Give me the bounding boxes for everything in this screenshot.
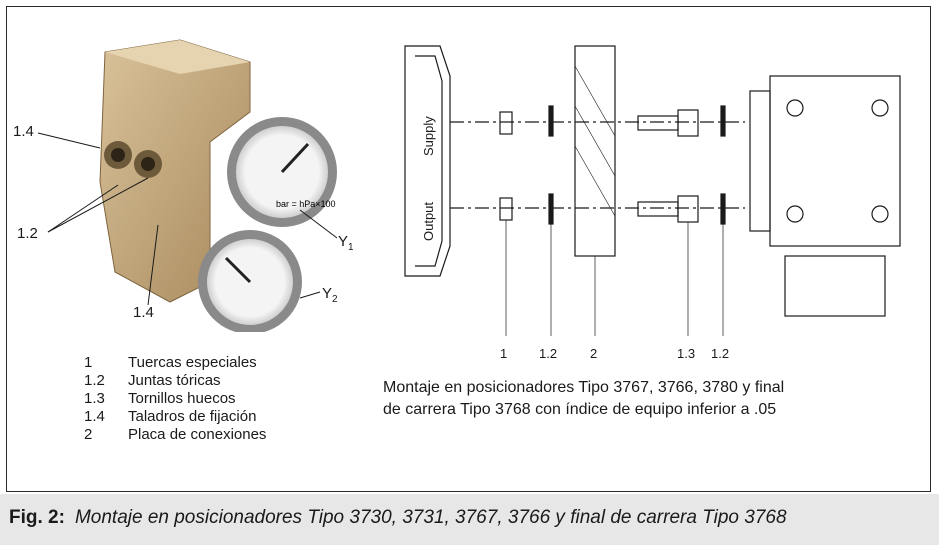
figure-caption: Fig. 2: Montaje en posicionadores Tipo 37… xyxy=(9,507,787,529)
photo-leader-lines xyxy=(37,132,338,306)
part-label-1-2-right: 1.2 xyxy=(711,346,729,361)
callout-1-4-bottom: 1.4 xyxy=(133,304,154,321)
figure-frame xyxy=(6,6,931,492)
callout-1-2: 1.2 xyxy=(17,225,38,242)
callout-y2: Y2 xyxy=(322,285,338,305)
part-label-2: 2 xyxy=(590,346,597,361)
mounting-note: Montaje en posicionadores Tipo 3767, 376… xyxy=(383,377,784,421)
part-label-1-2-left: 1.2 xyxy=(539,346,557,361)
exploded-mounting-drawing: Supply Output 1 1.2 2 1.3 1.2 xyxy=(404,45,901,361)
connection-block-photo: bar = hPa×100 xyxy=(99,39,337,332)
figure-caption-text: Montaje en posicionadores Tipo 3730, 373… xyxy=(74,507,787,528)
callout-y1: Y1 xyxy=(338,233,354,253)
supply-port-label: Supply xyxy=(421,116,436,156)
caption-bar xyxy=(0,494,939,545)
output-port-label: Output xyxy=(421,202,436,241)
mounting-note-line: Montaje en posicionadores Tipo 3767, 376… xyxy=(383,379,785,396)
part-label-1: 1 xyxy=(500,346,507,361)
figure-label: Fig. 2: xyxy=(9,507,65,528)
callout-1-4-top: 1.4 xyxy=(13,123,34,140)
mounting-note-line: de carrera Tipo 3768 con índice de equip… xyxy=(383,401,777,418)
part-label-1-3: 1.3 xyxy=(677,346,695,361)
gauge-footer-label: bar = hPa×100 xyxy=(276,199,336,209)
